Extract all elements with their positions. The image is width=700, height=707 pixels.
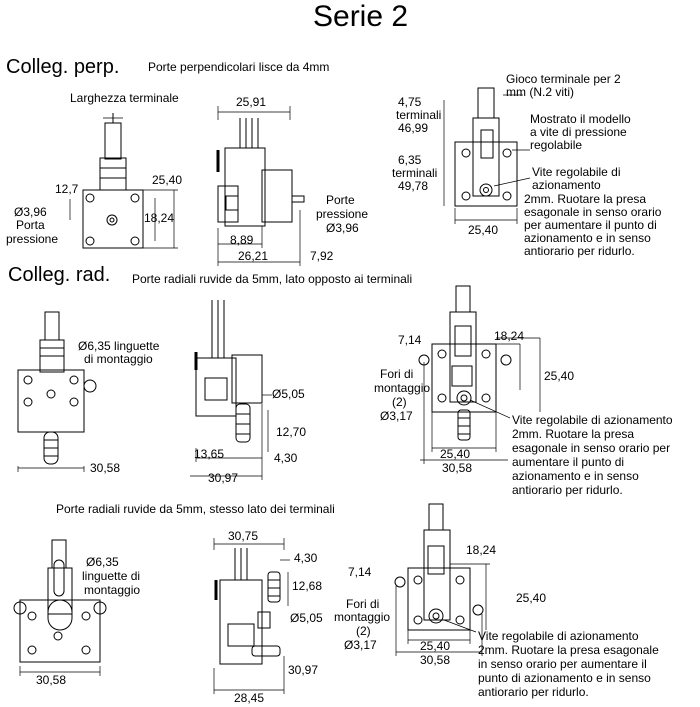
s1-right-t1a: 4,75 [398,95,422,109]
s1-side-dim-25-91: 25,91 [236,95,267,109]
s2-front-label2: di montaggio [84,352,153,366]
s1-heading: Colleg. perp. [6,56,120,78]
s2-right-note3: esagonale in senso orario per [512,441,671,455]
s1-right-note7: azionamento [532,178,601,192]
s1-front-view [69,113,178,249]
s1-front-porta: Porta [16,218,45,232]
s1-right-note5: regolabile [530,138,583,152]
s3-front-view [13,539,107,676]
s3-front-label3: montaggio [84,583,141,597]
s2-heading: Colleg. rad. [8,264,111,286]
s1-right-note9: esagonale in senso orario [524,205,662,219]
s2-front-label1: Ø6,35 linguette [78,339,160,353]
s3-side-dim-4-30: 4,30 [294,551,318,565]
s3-right-note3: in senso orario per aumentare il [478,657,647,671]
s3-side-view [213,538,290,694]
s1-side-dim-7-92: 7,92 [310,249,334,263]
s2-caption: Porte radiali ruvide da 5mm, lato oppost… [132,272,413,286]
s2-front-view [17,311,97,472]
s1-right-t2b: terminali [392,166,438,180]
s3-right-dim-25-40b: 25,40 [420,639,451,653]
s3-right-montaggio: montaggio [334,610,391,624]
s2-right-note5: azionamento e in senso [512,469,639,483]
s1-front-width-label: Larghezza terminale [70,91,179,105]
s2-right-fori: Fori di [380,367,414,381]
s1-right-t2a: 6,35 [398,153,422,167]
s2-right-dim-25-40b: 25,40 [440,447,471,461]
s2-right-montaggio: montaggio [374,381,431,395]
s2-right-dim-18-24: 18,24 [494,329,525,343]
s3-side-dim-28-45: 28,45 [234,691,265,705]
s2-side-dim-4-30: 4,30 [274,451,298,465]
s1-right-note3: Mostrato il modello [530,112,631,126]
s2-right-dim-30-58: 30,58 [442,461,473,475]
s1-right-dim-25-40: 25,40 [468,223,499,237]
s2-right-view [418,285,541,464]
s1-side-dim-3-96: Ø3,96 [326,221,359,235]
s3-right-note5: antiorario per ridurlo. [478,685,589,699]
s1-right-t2c: 49,78 [398,179,429,193]
s3-side-dim-5-05: Ø5,05 [290,611,323,625]
s2-right-note2: 2mm. Ruotare la presa [512,427,635,441]
s1-right-note10: per aumentare il punto di [524,218,657,232]
s3-right-note4: punto di azionamento e in senso [478,671,651,685]
s2-side-view [190,300,272,480]
s3-side-dim-30-97: 30,97 [288,663,319,677]
s3-right-note1: Vite regolabile di azionamento [478,629,639,643]
s3-right-dim-18-24: 18,24 [466,543,497,557]
s3-right-dim-25-40: 25,40 [516,591,547,605]
s1-front-dim-12-7: 12,7 [55,182,79,196]
s3-right-dim-3-17: Ø3,17 [344,638,377,652]
s3-side-dim-12-68: 12,68 [292,579,323,593]
s1-caption: Porte perpendicolari lisce da 4mm [148,60,330,74]
s2-right-dim-7-14: 7,14 [398,333,422,347]
s1-front-dim-18-24: 18,24 [144,211,175,225]
s2-right-dim-25-40: 25,40 [544,369,575,383]
s1-right-note1: Gioco terminale per 2 [506,72,621,86]
s1-right-note12: antiorario per ridurlo. [524,244,635,258]
s2-right-note1: Vite regolabile di azionamento [512,413,673,427]
s3-side-dim-30-75: 30,75 [228,529,259,543]
s3-right-fori: Fori di [346,597,380,611]
s1-side-dim-26-21: 26,21 [238,249,269,263]
s1-front-pressione: pressione [6,232,59,246]
s2-right-two: (2) [392,395,407,409]
s2-side-dim-30-97: 30,97 [208,471,239,485]
s3-caption: Porte radiali ruvide da 5mm, stesso lato… [56,502,335,516]
page-title: Serie 2 [313,0,409,33]
s3-front-label2: linguette di [82,569,141,583]
s3-right-two: (2) [356,624,371,638]
s1-side-pressione: pressione [316,207,369,221]
s2-side-dim-12-70: 12,70 [276,425,307,439]
s2-side-dim-13-65: 13,65 [194,447,225,461]
s1-side-view [216,106,305,266]
s1-right-note11: azionamento e in senso [524,231,651,245]
s2-front-dim-30-58: 30,58 [90,461,121,475]
s1-right-note4: a vite di pressione [530,125,627,139]
s1-right-t1c: 46,99 [398,121,429,135]
s2-right-note6: antiorario per ridurlo. [512,483,623,497]
s3-right-dim-30-58: 30,58 [420,653,451,667]
s3-right-view [394,503,490,656]
s3-right-note2: 2mm. Ruotare la presa esagonale [478,643,659,657]
s2-side-dim-5-05: Ø5,05 [272,387,305,401]
s1-right-view [443,87,531,224]
s3-front-dim-30-58: 30,58 [36,673,67,687]
s1-front-dim-25-40: 25,40 [152,173,183,187]
s1-right-note2: mm (N.2 viti) [506,85,574,99]
s2-right-dim-3-17: Ø3,17 [380,409,413,423]
s1-side-dim-8-89: 8,89 [230,233,254,247]
s1-right-t1b: terminali [396,108,442,122]
s1-right-note6: Vite regolabile di [532,165,621,179]
s1-front-dim-3-96: Ø3,96 [14,205,47,219]
s3-front-label1: Ø6,35 [86,555,119,569]
s3-right-dim-7-14: 7,14 [348,565,372,579]
s1-right-note8: 2mm. Ruotare la presa [524,192,647,206]
s2-right-note4: aumentare il punto di [512,455,625,469]
s1-side-porte: Porte [326,193,355,207]
